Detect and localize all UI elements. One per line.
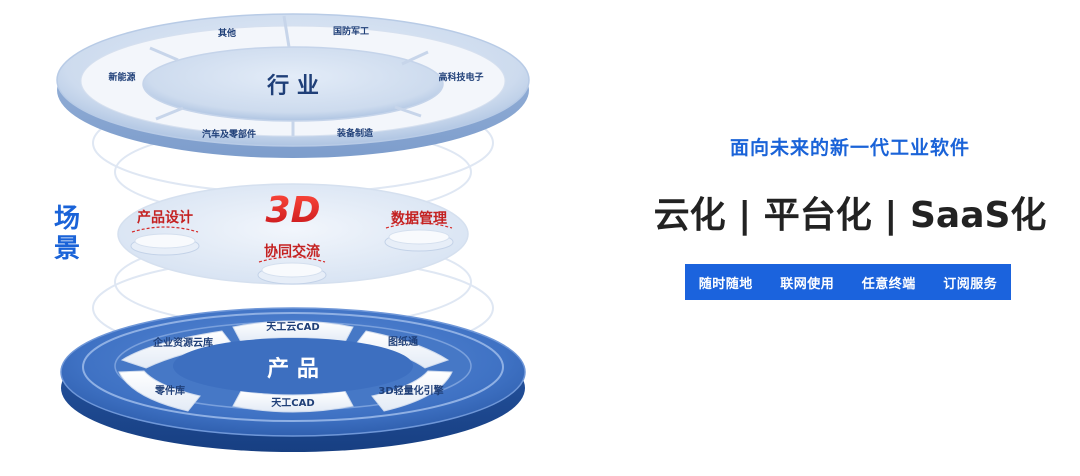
product-segment — [120, 330, 233, 369]
product-item-3d-engine: 3D轻量化引擎 — [378, 384, 443, 397]
industry-item-electronics: 高科技电子 — [438, 71, 483, 83]
product-item-resource-library: 企业资源云库 — [152, 336, 213, 349]
scene-label-char: 景 — [53, 234, 80, 264]
industry-item-auto: 汽车及零部件 — [202, 128, 256, 140]
3d-logo: 3D — [266, 190, 321, 231]
product-segment — [371, 370, 453, 412]
industry-item-new-energy: 新能源 — [108, 71, 135, 83]
product-outer-ring — [82, 312, 504, 422]
industry-item-other: 其他 — [218, 27, 236, 39]
scenario-data-management: 数据管理 — [391, 210, 447, 227]
scenario-product-design: 产品设计 — [137, 209, 193, 226]
pedestal-right-top — [388, 229, 450, 245]
accent-arc-right — [385, 222, 453, 229]
accent-arc-bottom — [258, 256, 326, 263]
headline: 云化 | 平台化 | SaaS化 — [653, 195, 1047, 236]
product-item-drawing: 图纸通 — [388, 335, 418, 348]
scene-label-char: 场 — [53, 204, 80, 234]
subtitle: 面向未来的新一代工业软件 — [729, 137, 970, 159]
feature-tag: 联网使用 — [780, 276, 835, 292]
product-title: 产 品 — [267, 357, 319, 382]
feature-tag: 任意终端 — [861, 276, 916, 292]
product-segment — [232, 320, 354, 343]
feature-tags-bar: 随时随地 联网使用 任意终端 订阅服务 — [685, 264, 1011, 300]
feature-tag: 订阅服务 — [943, 276, 998, 292]
industry-item-equipment: 装备制造 — [336, 127, 374, 139]
industry-item-defense: 国防军工 — [333, 25, 369, 37]
pedestal-left-top — [134, 233, 196, 249]
product-item-cloud-cad: 天工云CAD — [266, 321, 319, 333]
product-disk — [60, 307, 526, 452]
scenario-collaboration: 协同交流 — [264, 243, 320, 260]
feature-tag: 随时随地 — [698, 276, 753, 292]
pedestal-bottom-top — [261, 262, 323, 278]
accent-arc-left — [131, 226, 199, 233]
industry-title: 行 业 — [266, 73, 319, 99]
industry-disk — [56, 13, 530, 158]
scenario-disk — [117, 183, 469, 285]
industry-dividers — [149, 15, 429, 136]
product-item-parts-library: 零件库 — [154, 384, 185, 397]
product-segment — [232, 390, 354, 413]
product-segment — [118, 370, 201, 412]
product-center — [173, 338, 413, 394]
product-item-tiangong-cad: 天工CAD — [271, 397, 314, 409]
scene-vertical-label: 场 景 — [50, 204, 84, 264]
